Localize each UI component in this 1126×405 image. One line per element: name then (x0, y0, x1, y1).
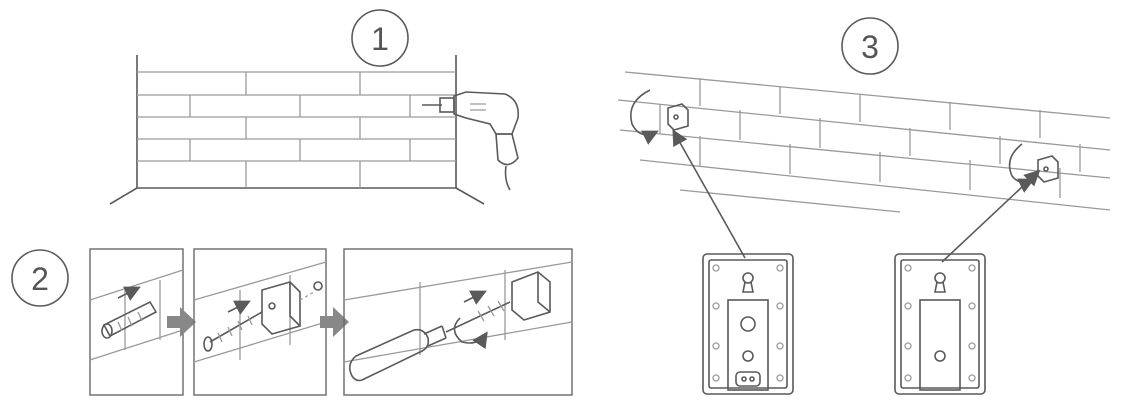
step-2-number: 2 (31, 261, 49, 297)
speaker-back-icon (894, 253, 986, 395)
wall-anchor-icon (101, 300, 158, 339)
keyhole-slot-icon (742, 272, 754, 293)
power-socket-icon (735, 371, 761, 387)
frame-tighten-screw (343, 248, 573, 396)
step-3-number: 3 (861, 29, 879, 65)
screw-icon (203, 311, 263, 352)
arrow-right-icon (320, 307, 349, 337)
arrow-right-icon (167, 307, 196, 337)
power-drill-icon (422, 91, 520, 191)
rotate-arrow-icon (630, 89, 659, 145)
brick-wall-icon (109, 55, 485, 205)
wall-bracket-left (630, 89, 689, 145)
keyhole-slot-icon (934, 272, 946, 293)
screwdriver-icon (348, 301, 511, 382)
step-3-number-circle (841, 17, 899, 75)
step-3-panel: 3 (617, 17, 1111, 395)
brick-wall-perspective-icon (617, 71, 1111, 213)
step-2-number-circle (11, 249, 69, 307)
mounting-bracket-icon (261, 281, 301, 335)
step-2-panel: 2 (11, 248, 573, 396)
step-1-panel: 1 (109, 9, 520, 205)
step-1-number-circle (351, 9, 409, 67)
mounting-bracket-icon (511, 271, 551, 321)
rotate-arrow-icon (1008, 143, 1035, 193)
step-1-number: 1 (371, 21, 389, 57)
speaker-back-icon (702, 253, 794, 395)
frame-attach-bracket (193, 248, 327, 396)
